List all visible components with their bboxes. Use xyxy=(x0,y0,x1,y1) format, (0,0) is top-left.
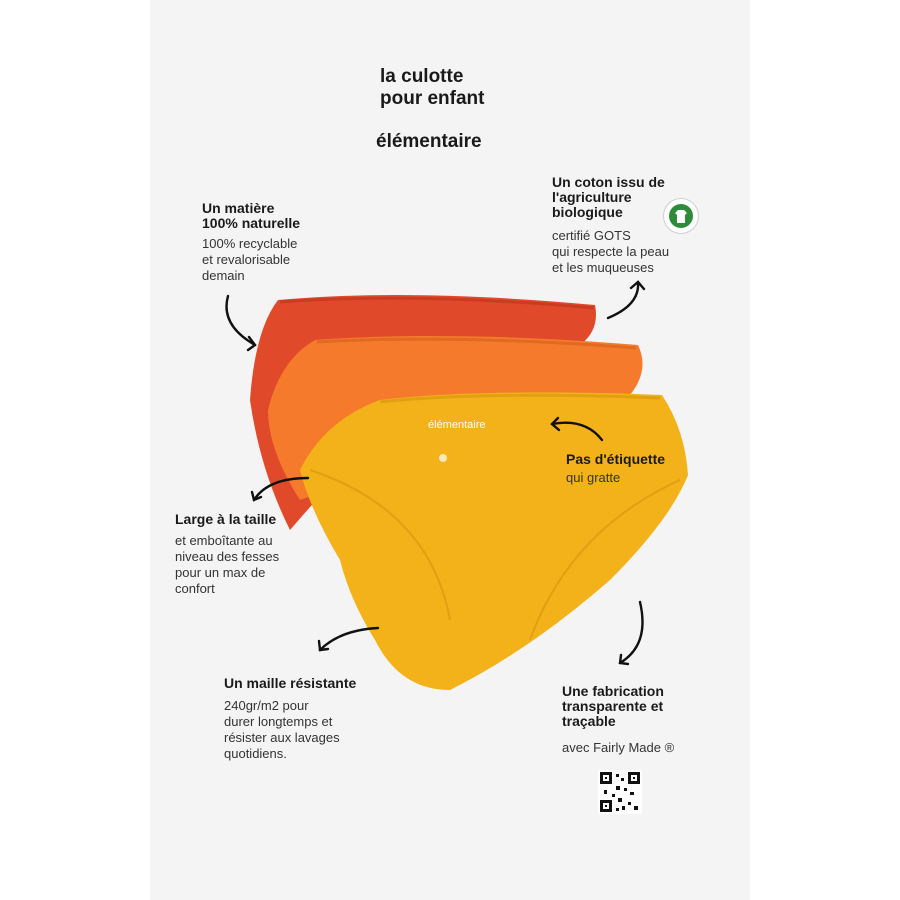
material-body: 100% recyclable et revalorisable demain xyxy=(202,236,298,283)
arrow-icon xyxy=(225,294,257,352)
cotton-title-1: Un coton issu de xyxy=(552,174,665,190)
label-body: qui gratte xyxy=(566,470,621,485)
product-illustration: élémentaire xyxy=(225,280,688,690)
label-title: Pas d'étiquette xyxy=(566,451,666,467)
cotton-title-3: biologique xyxy=(552,204,623,220)
fabrication-body: avec Fairly Made ® xyxy=(562,740,675,755)
knit-title: Un maille résistante xyxy=(224,675,357,691)
brief-brand-label: élémentaire xyxy=(428,419,485,431)
arrow-icon xyxy=(317,626,380,652)
material-title-2: 100% naturelle xyxy=(202,215,301,231)
arrow-icon xyxy=(606,280,646,320)
arrow-icon xyxy=(618,600,644,666)
gots-logo-icon xyxy=(663,198,699,234)
knit-body: 240gr/m2 pour durer longtemps et résiste… xyxy=(224,698,340,761)
yellow-brief xyxy=(300,392,688,690)
fabrication-title-3: traçable xyxy=(562,713,616,729)
cotton-title-2: l'agriculture xyxy=(552,189,632,205)
brief-care-icon xyxy=(439,454,447,462)
title-line-2: pour enfant xyxy=(380,88,485,109)
qr-code-icon xyxy=(598,770,642,814)
material-title-1: Un matière xyxy=(202,200,275,216)
fabrication-title-1: Une fabrication xyxy=(562,683,664,699)
arrow-icon xyxy=(550,416,604,442)
waist-body: et emboîtante au niveau des fesses pour … xyxy=(175,533,280,596)
product-poster: la culotte pour enfant élémentaire éléme… xyxy=(150,0,750,900)
brand-name: élémentaire xyxy=(376,131,482,152)
waist-title: Large à la taille xyxy=(175,511,277,527)
arrow-icon xyxy=(250,476,310,502)
title-line-1: la culotte xyxy=(380,66,464,87)
cotton-body: certifié GOTS qui respecte la peau et le… xyxy=(552,228,670,275)
fabrication-title-2: transparente et xyxy=(562,698,664,714)
